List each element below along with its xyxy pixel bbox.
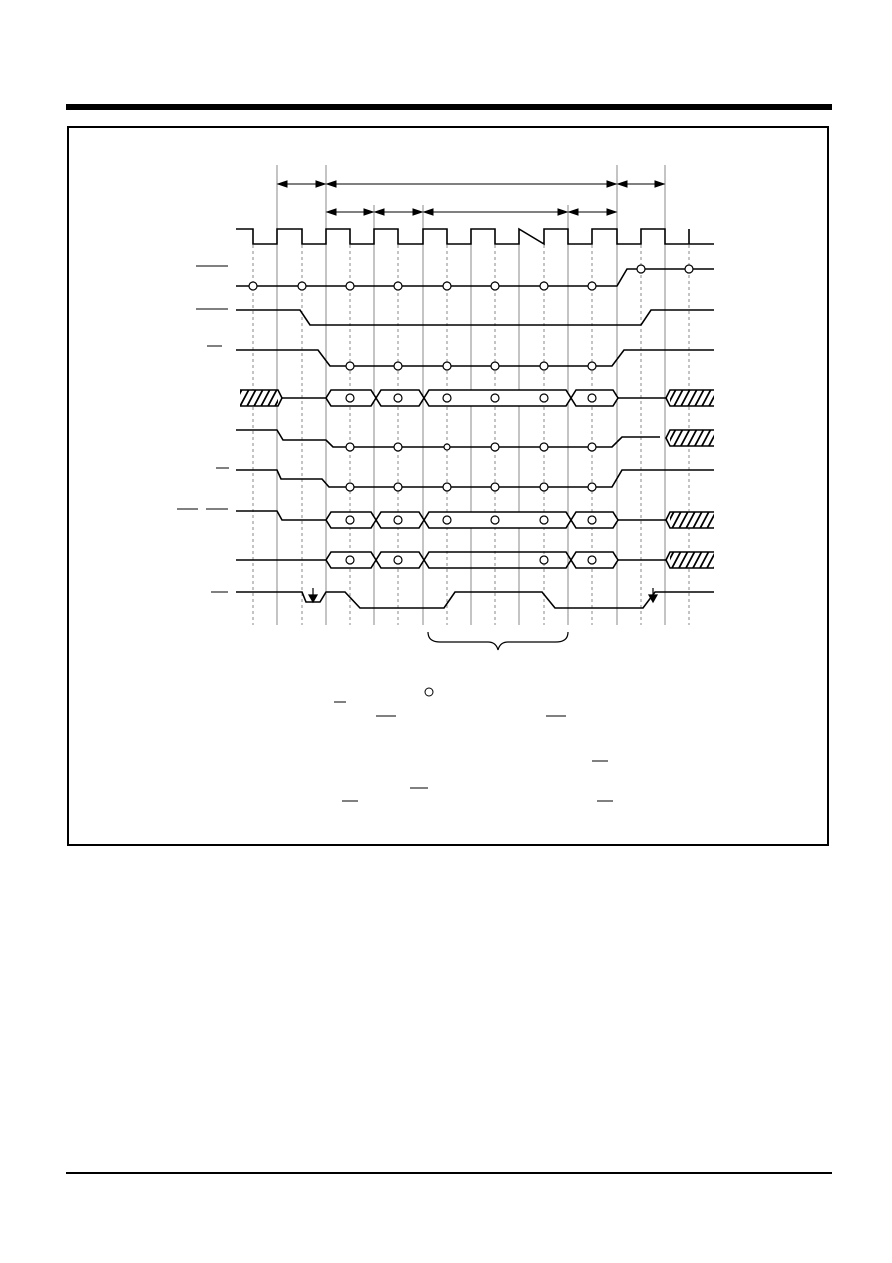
figure-frame [67,126,829,846]
strobe-arrows [307,588,659,604]
header-rule [66,104,832,110]
clock-wave [236,227,714,246]
signal-2-wave [236,309,714,326]
signal-1-wave [236,268,714,287]
repeat-brace [427,631,569,651]
strobe-wave [236,591,714,609]
notes-area [334,687,613,802]
footer-rule [66,1172,832,1174]
period-arrows [276,180,666,216]
legend-circle-icon [424,687,434,697]
waveforms [236,227,714,609]
sample-points [248,264,694,565]
signal-4-wave [236,429,660,448]
signal-label-bars [177,265,229,593]
signal-3-wave [236,349,714,367]
signal-5-wave [236,469,714,488]
